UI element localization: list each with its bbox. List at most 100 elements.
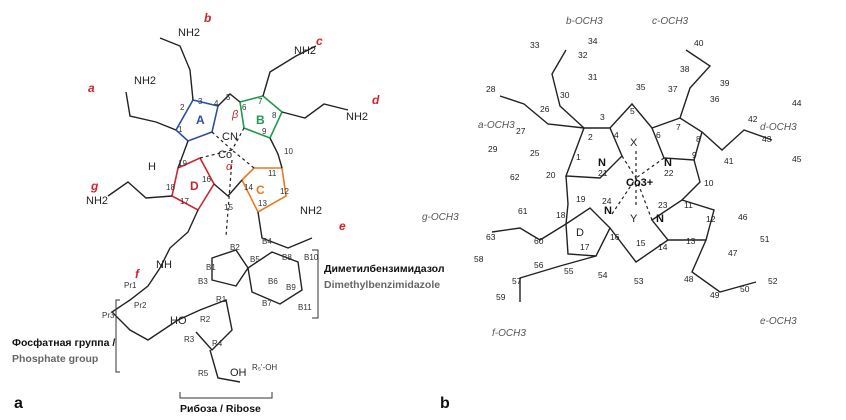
b-num-22: 22 [664, 168, 674, 178]
cyanide-ligand: CN [222, 131, 238, 143]
pos-b8: B8 [282, 253, 292, 262]
b-c26: 26 [540, 104, 550, 114]
pos-11: 11 [268, 169, 277, 178]
b-c50: 50 [740, 284, 750, 294]
nh2-e: NH2 [300, 205, 322, 217]
nh2-b: NH2 [178, 27, 200, 39]
pos-b7: B7 [262, 299, 272, 308]
chain-g [107, 181, 173, 199]
nh2-a: NH2 [134, 75, 156, 87]
pos-r5: R5 [198, 369, 209, 378]
b-c25: 25 [530, 148, 540, 158]
chain-b [159, 37, 194, 101]
chain-label-e: e [339, 219, 346, 233]
pos-1: 1 [178, 125, 183, 134]
b-bridge-10 [681, 159, 701, 201]
b-num-21: 21 [598, 168, 608, 178]
b-c45: 45 [792, 154, 802, 164]
b-chain-b [551, 49, 585, 129]
ring-label-b: B [256, 113, 265, 127]
b-n22: N [664, 157, 672, 169]
co-dmb-bond [225, 159, 233, 237]
b-chain-d [701, 129, 773, 151]
pos-b1: B1 [206, 263, 216, 272]
b-chain-f [519, 255, 597, 302]
pos-r1: R1 [216, 295, 227, 304]
b-num-24: 24 [602, 196, 612, 206]
pos-b11: B11 [298, 303, 312, 312]
pos-b3: B3 [198, 277, 208, 286]
nh2-c: NH2 [294, 45, 316, 57]
pos-r2: R2 [200, 315, 211, 324]
backbone-ribose [110, 267, 233, 352]
b-c35: 35 [636, 82, 646, 92]
panel-a-label: a [14, 395, 23, 412]
pos-r3: R3 [184, 335, 195, 344]
b-c60: 60 [534, 236, 544, 246]
b-chain-c [679, 49, 712, 119]
b-c36: 36 [710, 94, 720, 104]
ring-c-outline [241, 167, 287, 214]
cobalt-atom: Co [218, 149, 232, 161]
b-c63: 63 [486, 232, 496, 242]
ribose-label: Рибоза / Ribose [180, 403, 261, 415]
b-bridge-15 [609, 227, 669, 263]
b-n24: N [604, 205, 612, 217]
chain-label-c: c [316, 34, 323, 48]
greek-beta: β [231, 109, 239, 121]
pos-b9: B9 [286, 283, 296, 292]
bridge-10 [269, 137, 283, 169]
dmb-label-ru: Диметилбензимидазол [324, 263, 445, 275]
chain-c [262, 45, 317, 97]
pos-b10: B10 [304, 253, 319, 262]
chain-e [257, 211, 313, 249]
b-c16: 16 [610, 232, 620, 242]
b-c7: 7 [676, 122, 681, 132]
greek-alpha: α [226, 161, 233, 173]
pos-b5: B5 [250, 255, 260, 264]
b-bridge-5 [609, 102, 653, 129]
b-cobalt: Co3+ [626, 177, 653, 189]
panel-b: a-OCH3 b-OCH3 c-OCH3 d-OCH3 e-OCH3 f-OCH… [422, 16, 802, 412]
chain-a [125, 91, 177, 131]
chain-d [281, 103, 349, 119]
b-label-g-och3: g-OCH3 [422, 212, 459, 223]
pos-r4: R4 [212, 339, 223, 348]
b-c56: 56 [534, 260, 544, 270]
b-c17: 17 [580, 242, 590, 252]
ring-label-a: A [196, 113, 205, 127]
nh2-d: NH2 [346, 111, 368, 123]
panel-b-label: b [440, 395, 450, 412]
imidazole-ring [211, 249, 249, 287]
b-label-f-och3: f-OCH3 [492, 328, 526, 339]
dmb-bracket [312, 249, 319, 319]
ring-b-outline [239, 95, 283, 140]
b-c6: 6 [656, 130, 661, 140]
pos-3: 3 [198, 97, 203, 106]
pos-b6: B6 [268, 277, 278, 286]
pos-15: 15 [224, 203, 233, 212]
b-c61: 61 [518, 206, 528, 216]
b-c20: 20 [546, 170, 556, 180]
b-c8: 8 [696, 134, 701, 144]
bridge-1-19 [177, 140, 189, 169]
pos-8: 8 [272, 111, 277, 120]
bridge-5 [217, 93, 241, 107]
b-c5: 5 [630, 106, 635, 116]
b-axial-y: Y [630, 213, 638, 225]
b-c27: 27 [516, 126, 526, 136]
b-c52: 52 [768, 276, 778, 286]
b-c2: 2 [588, 132, 593, 142]
ribose-oh [209, 349, 241, 383]
b-label-b-och3: b-OCH3 [566, 16, 603, 27]
pos-14: 14 [244, 183, 253, 192]
b-chain-a [499, 95, 585, 129]
pos-5: 5 [226, 93, 231, 102]
b-c58: 58 [474, 254, 484, 264]
ring-label-c: C [256, 183, 265, 197]
pos-16: 16 [202, 175, 211, 184]
b-c39: 39 [720, 78, 730, 88]
pos-7: 7 [258, 97, 263, 106]
b-c28: 28 [486, 84, 496, 94]
ring-d-outline [171, 156, 215, 212]
